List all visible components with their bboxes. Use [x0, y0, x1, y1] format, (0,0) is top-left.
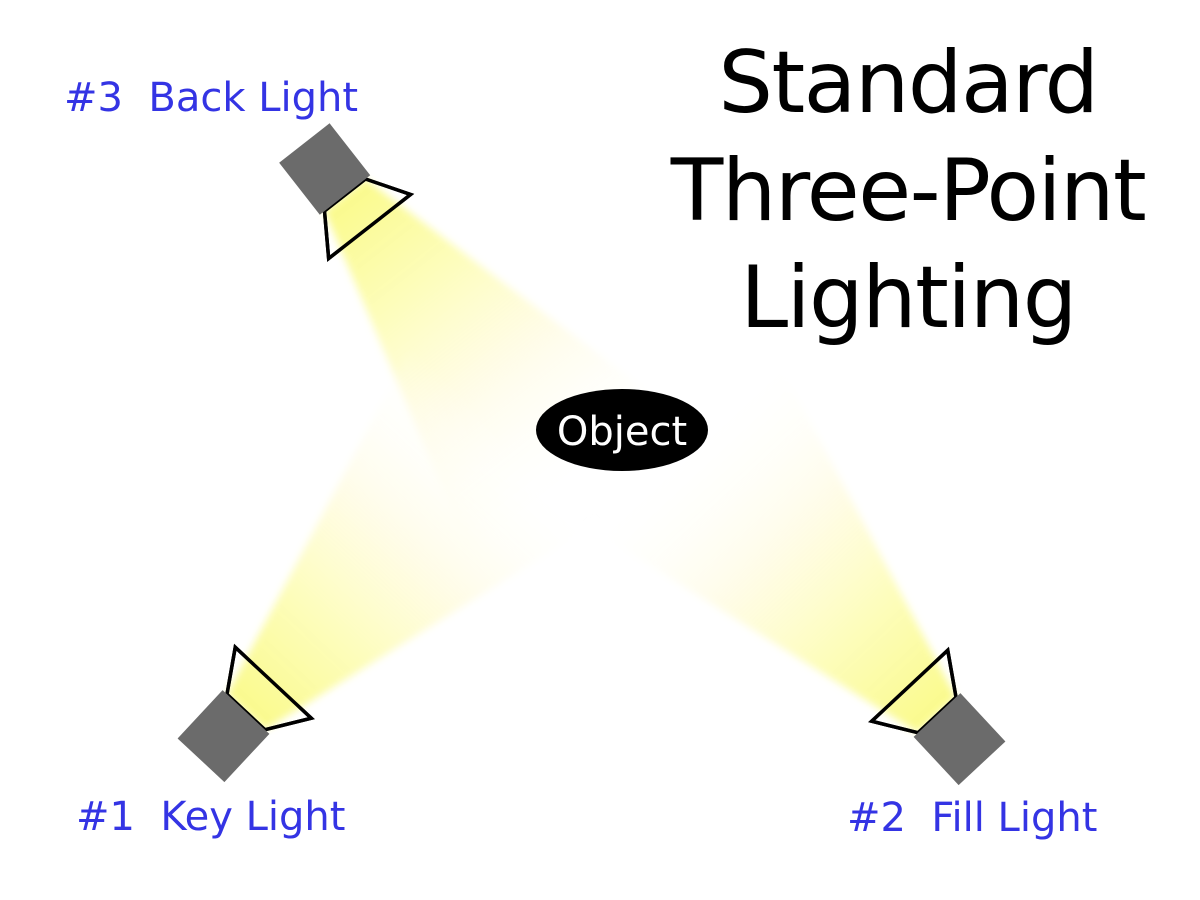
- key-light-body: [177, 690, 270, 783]
- back-light-fixture: [279, 123, 680, 574]
- title-line-1: Standard: [718, 33, 1099, 133]
- title-line-2: Three-Point: [670, 140, 1147, 241]
- fill-light-body: [913, 693, 1006, 786]
- key-light-fixture: [177, 346, 599, 783]
- back-light-beam: [324, 178, 680, 574]
- fill-light-reflector-outline: [868, 646, 958, 735]
- fill-light-label: #2 Fill Light: [847, 795, 1098, 841]
- object-label: Object: [556, 409, 688, 455]
- title-line-3: Lighting: [740, 248, 1077, 348]
- back-light-label: #3 Back Light: [64, 75, 359, 121]
- back-light-body: [279, 123, 371, 215]
- key-light-reflector-outline: [225, 643, 315, 732]
- key-light-label: #1 Key Light: [76, 794, 346, 840]
- object-ellipse: [536, 389, 708, 471]
- key-light-beam: [226, 346, 599, 730]
